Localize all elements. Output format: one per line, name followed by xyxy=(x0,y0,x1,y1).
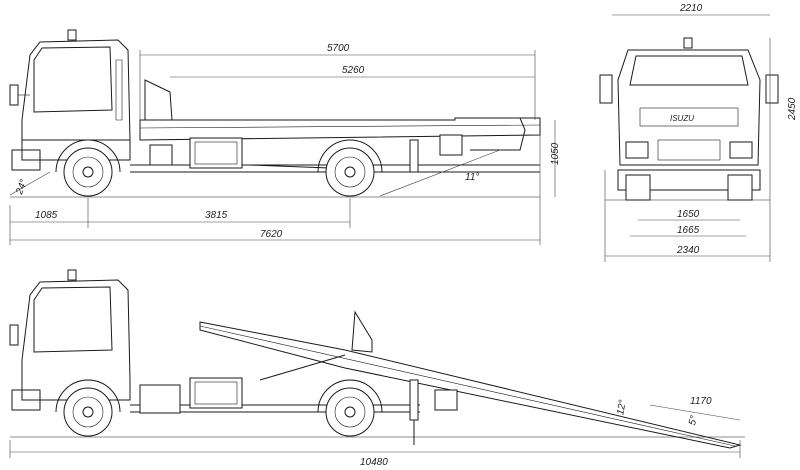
dim-track-rear: 1650 xyxy=(677,209,700,220)
dim-ramp-angle: 5° xyxy=(687,415,700,427)
dim-platform-angle: 11° xyxy=(465,172,479,183)
side-view-tilted: 10480 1170 12° 5° xyxy=(9,269,745,468)
dim-approach-angle: 24° xyxy=(14,178,30,197)
dim-overall-width: 2340 xyxy=(676,245,700,256)
dim-platform-deck: 5260 xyxy=(342,65,365,76)
dim-platform-height: 1050 xyxy=(550,142,561,165)
dim-tilted-length: 10480 xyxy=(360,457,388,468)
brand-label: ISUZU xyxy=(670,114,694,123)
dim-platform-length: 5700 xyxy=(327,43,350,54)
dim-height: 2450 xyxy=(787,97,798,121)
dim-width-top: 2210 xyxy=(679,3,703,14)
front-view: ISUZU 2210 2450 1650 1665 2340 xyxy=(599,3,798,262)
dim-overall-length: 7620 xyxy=(260,229,283,240)
dim-track-front: 1665 xyxy=(677,225,700,236)
dim-tilt-angle: 12° xyxy=(615,399,628,416)
dim-wheelbase: 3815 xyxy=(205,210,228,221)
dim-ramp-length: 1170 xyxy=(690,396,712,407)
dim-front-overhang: 1085 xyxy=(35,210,58,221)
side-view-transport: 5700 5260 1085 3815 7620 1050 24° 11° xyxy=(9,29,561,245)
